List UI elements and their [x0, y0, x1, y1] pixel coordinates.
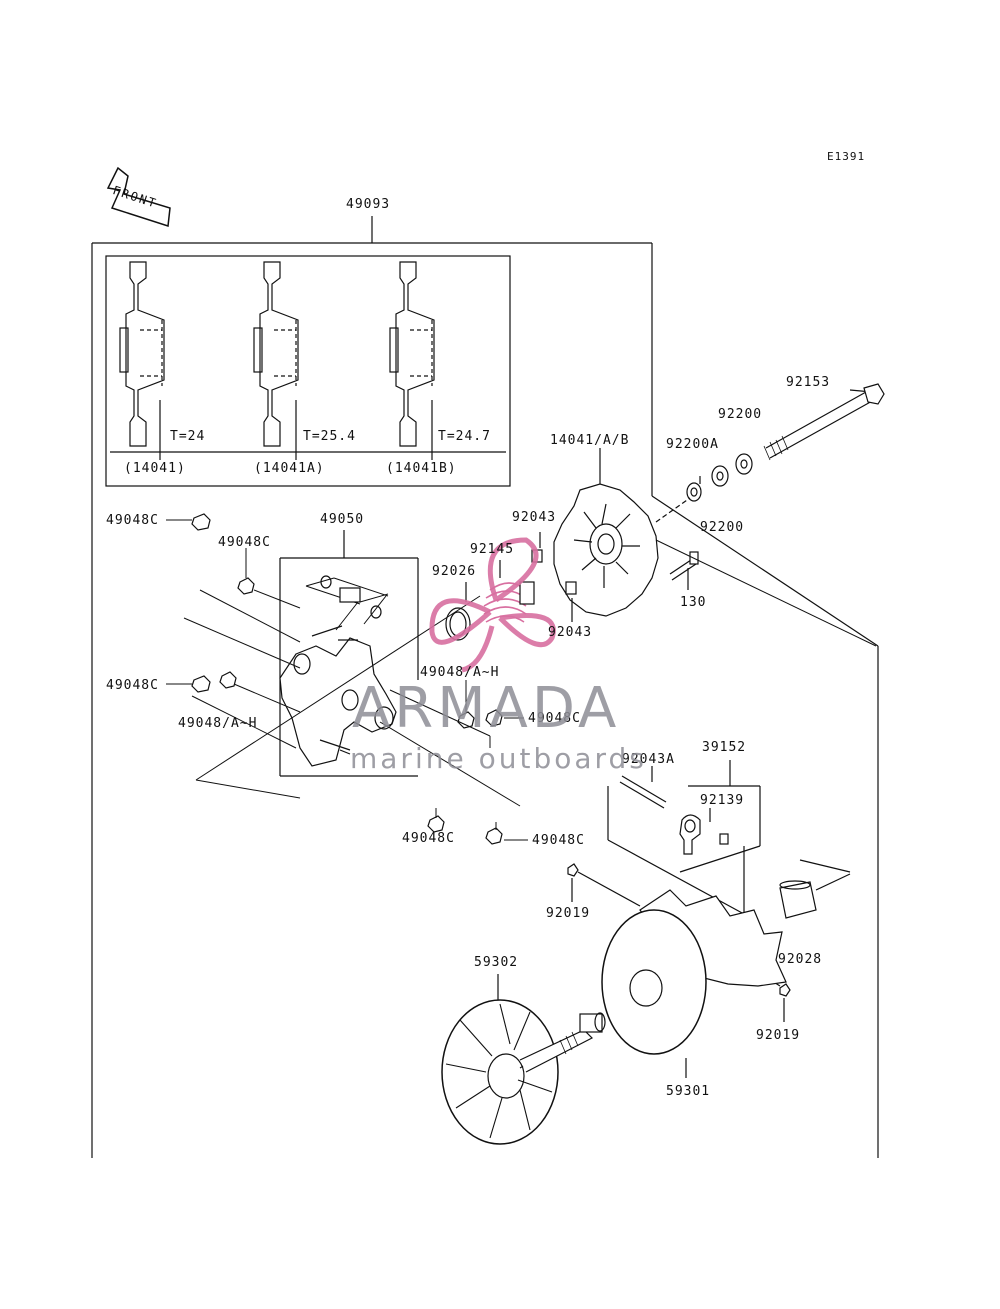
part-label-14041ab: 14041/A/B: [550, 433, 630, 448]
variant-part-label: (14041A): [254, 461, 325, 476]
watermark-title: ARMADA: [352, 676, 621, 741]
bolt-92153: [763, 383, 885, 461]
part-label-49048c: 49048C: [106, 678, 159, 693]
nut-49048c: [191, 513, 503, 845]
part-label-59302: 59302: [474, 955, 519, 970]
variant-part-label: (14041): [124, 461, 186, 476]
washer-92200-bottom: [711, 465, 729, 487]
assembly-bracket-49093: [91, 216, 879, 1158]
part-label-92200: 92200: [700, 520, 745, 535]
pin-92043a: [619, 766, 667, 809]
bracket-39152: [607, 760, 761, 915]
variant-part-label: (14041B): [386, 461, 457, 476]
thickness-label: T=24: [170, 429, 206, 444]
part-label-49093: 49093: [346, 197, 391, 212]
part-label-49048c: 49048C: [402, 831, 455, 846]
diagram-code: E1391: [827, 150, 866, 163]
part-label-92043a: 92043A: [622, 752, 675, 767]
washer-92200-top: [735, 453, 753, 475]
armada-logo-icon: [429, 537, 556, 673]
part-label-92145: 92145: [470, 542, 515, 557]
fixed-sheave-59301: [601, 889, 787, 1078]
part-label-49048c: 49048C: [532, 833, 585, 848]
part-label-92153: 92153: [786, 375, 831, 390]
thickness-inset-box: [105, 255, 511, 487]
part-label-92019: 92019: [756, 1028, 801, 1043]
spider-14041: [553, 448, 659, 617]
part-label-92200: 92200: [718, 407, 763, 422]
thickness-label: T=24.7: [438, 429, 491, 444]
bushing-92200a: [686, 476, 702, 502]
pin-92043-mid: [565, 581, 577, 622]
part-label-49048c: 49048C: [528, 711, 581, 726]
movable-sheave-59302: [441, 974, 606, 1145]
part-label-92026: 92026: [432, 564, 477, 579]
part-label-92019: 92019: [546, 906, 591, 921]
bushing-kit: [305, 575, 389, 631]
cross-section-14041: [119, 261, 165, 460]
part-label-92043: 92043: [512, 510, 557, 525]
part-label-49050: 49050: [320, 512, 365, 527]
watermark-subtitle: marine outboards: [350, 742, 647, 775]
front-arrow-icon: [106, 166, 171, 227]
cross-section-14041a: [253, 261, 299, 460]
part-label-92043: 92043: [548, 625, 593, 640]
part-label-92139: 92139: [700, 793, 745, 808]
part-label-49048ah: 49048/A~H: [178, 716, 258, 731]
thickness-label: T=25.4: [303, 429, 356, 444]
part-label-92028: 92028: [778, 952, 823, 967]
roller-arm-casting: [279, 625, 397, 767]
part-label-59301: 59301: [666, 1084, 711, 1099]
cross-section-14041b: [389, 261, 435, 460]
roller-92139: [679, 808, 729, 855]
part-label-49048c: 49048C: [106, 513, 159, 528]
part-label-49048c: 49048C: [218, 535, 271, 550]
part-label-39152: 39152: [702, 740, 747, 755]
part-label-92200a: 92200A: [666, 437, 719, 452]
bushing-92028: [779, 859, 851, 919]
part-label-49048ah: 49048/A~H: [420, 665, 500, 680]
part-label-130: 130: [680, 595, 707, 610]
